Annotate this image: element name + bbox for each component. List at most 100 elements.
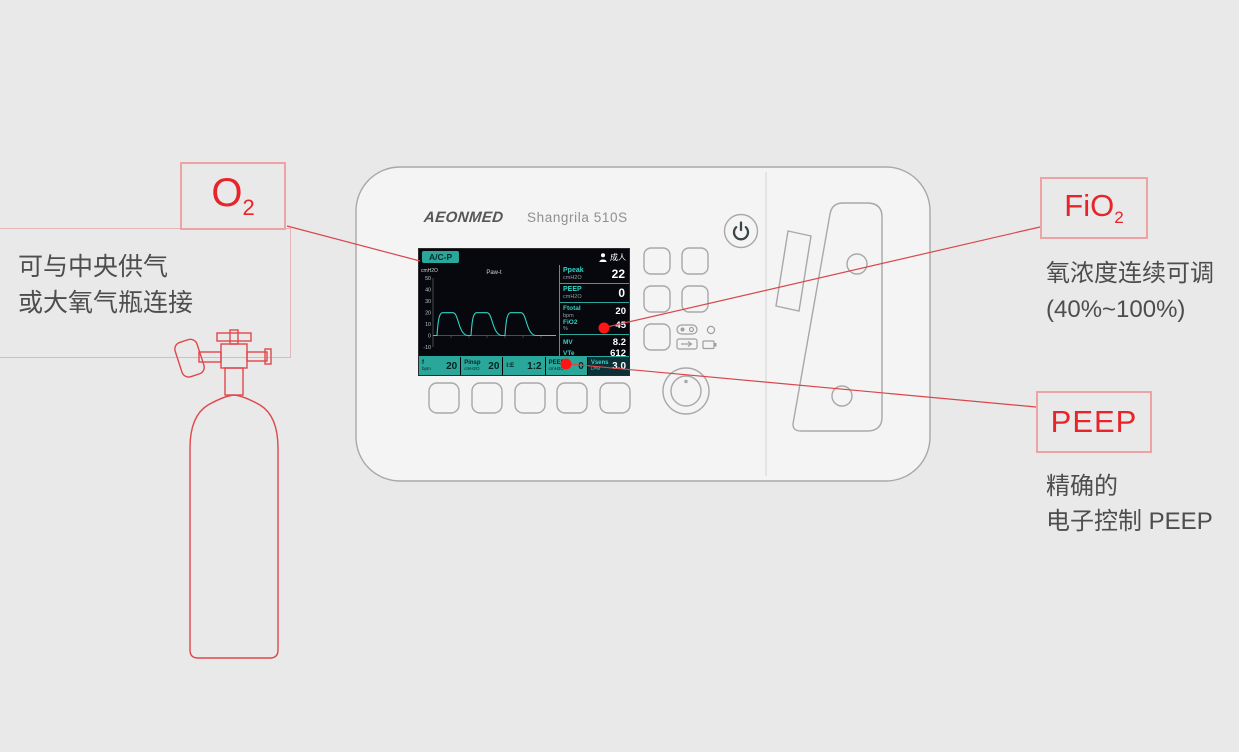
monitor-peep: PEEP cmH2O 0 [560, 284, 629, 304]
monitor-unit: cmH2O [563, 275, 582, 282]
monitor-value: 45 [615, 319, 626, 331]
monitor-unit: bpm [563, 312, 574, 319]
soft-key-3 [514, 382, 546, 414]
monitor-ppeak: Ppeak cmH2O 22 [560, 265, 629, 285]
status-led [706, 325, 716, 335]
handle-screw-bottom [831, 385, 853, 407]
setting-value: 0 [578, 360, 584, 372]
brand-logo: AEONMED [423, 209, 505, 226]
o2-note: 可与中央供气 或大氧气瓶连接 [18, 250, 193, 321]
patient-icon [599, 252, 607, 262]
fio2-tag-label: FiO2 [1064, 187, 1124, 228]
setting-value: 20 [488, 360, 500, 372]
o2-note-line1: 可与中央供气 [18, 253, 169, 281]
setting-value: 20 [446, 360, 458, 372]
monitor-label: MV [563, 338, 573, 346]
monitor-value: 612 [610, 348, 626, 360]
setting-unit: LPM [590, 365, 601, 371]
monitor-value: 22 [611, 267, 625, 282]
panel-button-4 [681, 285, 709, 313]
y-axis-unit: cmH2O [421, 268, 438, 274]
peep-tag-label: PEEP [1050, 404, 1138, 439]
status-indicators [676, 324, 717, 350]
carry-handle [792, 202, 883, 432]
panel-button-5 [643, 323, 671, 351]
monitor-unit: cmH2O [563, 294, 582, 301]
panel-button-1 [643, 247, 671, 275]
soft-key-2 [471, 382, 503, 414]
setting-label: PEEP [548, 360, 565, 367]
x-axis-ticks [450, 335, 542, 338]
pressure-waveform: cmH2O Paw-t 50 40 30 20 10 0 -10 [421, 268, 556, 351]
fio2-leader-line [606, 226, 1041, 328]
monitor-mv-vte: MV 8.2 VTe 612 [560, 335, 629, 361]
soft-key-1 [428, 382, 460, 414]
monitor-label: FiO2 [563, 318, 578, 326]
monitor-label: VTe [563, 349, 575, 357]
setting-pinsp: Pinsp cmH2O 20 [461, 357, 503, 375]
o2-tag: O2 [180, 162, 286, 230]
setting-unit: bpm [422, 365, 431, 371]
oxygen-cylinder-drawing [174, 329, 279, 659]
monitor-mv: MV 8.2 [563, 337, 626, 348]
y-axis-tick: 0 [428, 334, 431, 340]
setting-value: 1:2 [527, 360, 542, 372]
monitor-fio2: FiO2 % 45 [563, 319, 626, 333]
o2-note-guide-box [0, 228, 291, 358]
power-button [723, 213, 759, 249]
setting-label: I:E [506, 362, 515, 369]
battery-icon [702, 340, 715, 350]
model-name: Shangrila 510S [527, 210, 628, 225]
toggle-indicator-icon [676, 324, 698, 335]
handle-screw-top [846, 253, 868, 275]
fio2-note: 氧浓度连续可调 (40%~100%) [1046, 256, 1214, 328]
y-axis-tick: 20 [425, 311, 431, 317]
setting-ie: I:E 1:2 [503, 357, 545, 375]
ventilator-screen: A/C-P 成人 cmH2O Paw-t 50 40 30 20 10 [418, 248, 630, 376]
monitor-value: 20 [615, 306, 626, 318]
setting-label: f [422, 360, 424, 367]
setting-label: Vsens [590, 360, 609, 367]
monitor-value: 0 [618, 286, 625, 301]
ventilation-mode-badge: A/C-P [422, 251, 460, 263]
monitor-label: PEEP [563, 286, 582, 294]
y-axis-tick: 30 [425, 299, 431, 305]
screen-top-bar: A/C-P 成人 [419, 249, 629, 265]
y-axis-tick: 10 [425, 322, 431, 328]
cylinder-body [189, 394, 279, 659]
pressure-curve [433, 312, 556, 337]
monitor-ftotal-fio2: Ftotal bpm 20 FiO2 % 45 [560, 303, 629, 336]
peep-note-line1: 精确的 [1046, 473, 1118, 500]
monitor-ftotal: Ftotal bpm 20 [563, 305, 626, 319]
peep-leader-line [568, 363, 1037, 408]
o2-tag-label: O2 [211, 171, 255, 220]
o2-note-line2: 或大氧气瓶连接 [18, 288, 194, 317]
y-axis-tick: -10 [423, 345, 431, 351]
monitor-label: Ftotal [563, 305, 581, 313]
screen-main: cmH2O Paw-t 50 40 30 20 10 0 -10 [419, 265, 629, 359]
soft-key-5 [599, 382, 631, 414]
setting-unit: cmH2O [548, 365, 564, 371]
y-axis-tick: 50 [425, 276, 431, 282]
setting-value: 3.0 [612, 360, 627, 372]
waveform-area: cmH2O Paw-t 50 40 30 20 10 0 -10 [419, 265, 559, 356]
panel-button-2 [681, 247, 709, 275]
monitor-unit: % [563, 326, 568, 333]
panel-button-3 [643, 285, 671, 313]
setting-f: f bpm 20 [419, 357, 461, 375]
cylinder-neck [224, 367, 244, 396]
soft-key-4 [556, 382, 588, 414]
y-axis-tick: 40 [425, 288, 431, 294]
monitor-value: 8.2 [612, 337, 626, 349]
side-vent [775, 230, 812, 312]
waveform-label: Paw-t [486, 270, 502, 276]
monitor-label: Ppeak [563, 267, 584, 274]
patient-type-label: 成人 [610, 252, 626, 262]
peep-tag: PEEP [1036, 391, 1152, 453]
peep-note: 精确的 电子控制 PEEP [1046, 470, 1213, 540]
fio2-note-line1: 氧浓度连续可调 [1046, 260, 1214, 287]
o2-leader-line [286, 225, 421, 262]
rotary-knob [662, 367, 710, 415]
